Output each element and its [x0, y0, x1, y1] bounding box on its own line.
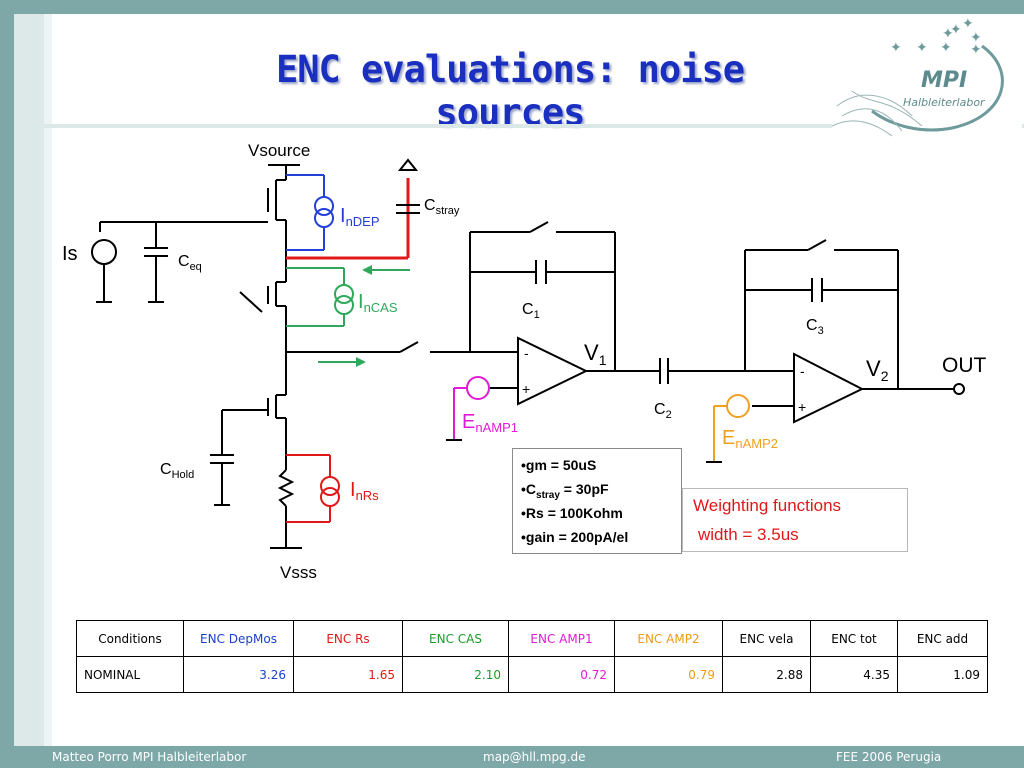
table-row: NOMINAL 3.26 1.65 2.10 0.72 0.79 2.88 4.… — [76, 656, 988, 693]
logo-subtitle: Halbleiterlabor — [903, 96, 985, 109]
table-cell: 0.72 — [508, 656, 615, 693]
table-cell: 1.65 — [293, 656, 403, 693]
ceq-label: Ceq — [178, 253, 202, 273]
svg-text:✦: ✦ — [970, 30, 982, 46]
amp2-minus: - — [800, 363, 805, 379]
param-gain: •gain = 200pA/el — [521, 529, 629, 545]
header-cell: ENC Rs — [293, 620, 403, 657]
circuit-schematic: Vsource Vsss Is Ceq Cstray InDEP InCAS I… — [62, 141, 987, 582]
v1-label: V1 — [584, 340, 607, 368]
svg-text:✦: ✦ — [962, 16, 974, 32]
header-cell: Conditions — [76, 620, 184, 657]
left-decorative-stripe-inner — [44, 14, 52, 746]
svg-text:✦: ✦ — [970, 42, 982, 58]
table-cell: 4.35 — [810, 656, 898, 693]
param-gm: •gm = 50uS — [521, 457, 597, 473]
c1-label: C1 — [522, 301, 540, 321]
table-cell: 2.88 — [722, 656, 811, 693]
inrs-label: InRs — [350, 479, 379, 503]
footer-event: FEE 2006 Perugia — [836, 750, 942, 764]
header-cell: ENC add — [897, 620, 988, 657]
table-header-row: Conditions ENC DepMos ENC Rs ENC CAS ENC… — [76, 620, 988, 657]
svg-text:✦: ✦ — [950, 22, 962, 38]
cstray-label: Cstray — [424, 197, 460, 217]
header-cell: ENC DepMos — [183, 620, 294, 657]
svg-text:✦: ✦ — [940, 40, 952, 56]
enamp2-label: EnAMP2 — [722, 427, 778, 451]
header-cell: ENC AMP2 — [614, 620, 723, 657]
weighting-line2: width = 3.5us — [698, 525, 799, 544]
svg-text:✦: ✦ — [916, 40, 928, 56]
is-label: Is — [62, 243, 78, 265]
vsource-label: Vsource — [248, 141, 310, 160]
footer-bar: Matteo Porro MPI Halbleiterlabor map@hll… — [0, 746, 1024, 768]
mpi-logo: ✦✦✦ ✦✦✦ ✦✦ — [832, 16, 1022, 140]
header-cell: ENC tot — [810, 620, 898, 657]
enc-table: Conditions ENC DepMos ENC Rs ENC CAS ENC… — [76, 620, 988, 693]
v2-label: V2 — [866, 356, 889, 384]
amp1-plus: + — [522, 381, 530, 397]
table-cell: NOMINAL — [76, 656, 184, 693]
param-cstray: •Cstray = 30pF — [521, 481, 609, 501]
incas-label: InCAS — [358, 291, 398, 315]
table-cell: 3.26 — [183, 656, 294, 693]
weighting-box: Weighting functions width = 3.5us — [682, 488, 908, 552]
table-cell: 1.09 — [897, 656, 988, 693]
table-cell: 2.10 — [402, 656, 509, 693]
vsss-label: Vsss — [280, 563, 317, 582]
c2-label: C2 — [654, 401, 672, 421]
title-divider — [44, 124, 1024, 128]
enamp1-label: EnAMP1 — [462, 411, 518, 435]
param-rs: •Rs = 100Kohm — [521, 505, 623, 521]
c3-label: C3 — [806, 317, 824, 337]
indep-label: InDEP — [340, 205, 380, 229]
svg-text:✦: ✦ — [942, 26, 954, 42]
header-cell: ENC CAS — [402, 620, 509, 657]
amp1-minus: - — [524, 345, 529, 361]
chold-label: CHold — [160, 461, 194, 481]
out-label: OUT — [942, 354, 987, 377]
header-cell: ENC AMP1 — [508, 620, 615, 657]
amp2-plus: + — [798, 399, 806, 415]
logo-name: MPI — [921, 68, 968, 93]
svg-text:✦: ✦ — [890, 40, 902, 56]
header-cell: ENC vela — [722, 620, 811, 657]
left-decorative-stripe — [14, 14, 44, 746]
weighting-line1: Weighting functions — [693, 496, 842, 515]
parameters-box: •gm = 50uS •Cstray = 30pF •Rs = 100Kohm … — [512, 448, 682, 554]
table-cell: 0.79 — [614, 656, 723, 693]
footer-email: map@hll.mpg.de — [483, 750, 586, 764]
footer-author: Matteo Porro MPI Halbleiterlabor — [52, 750, 247, 764]
